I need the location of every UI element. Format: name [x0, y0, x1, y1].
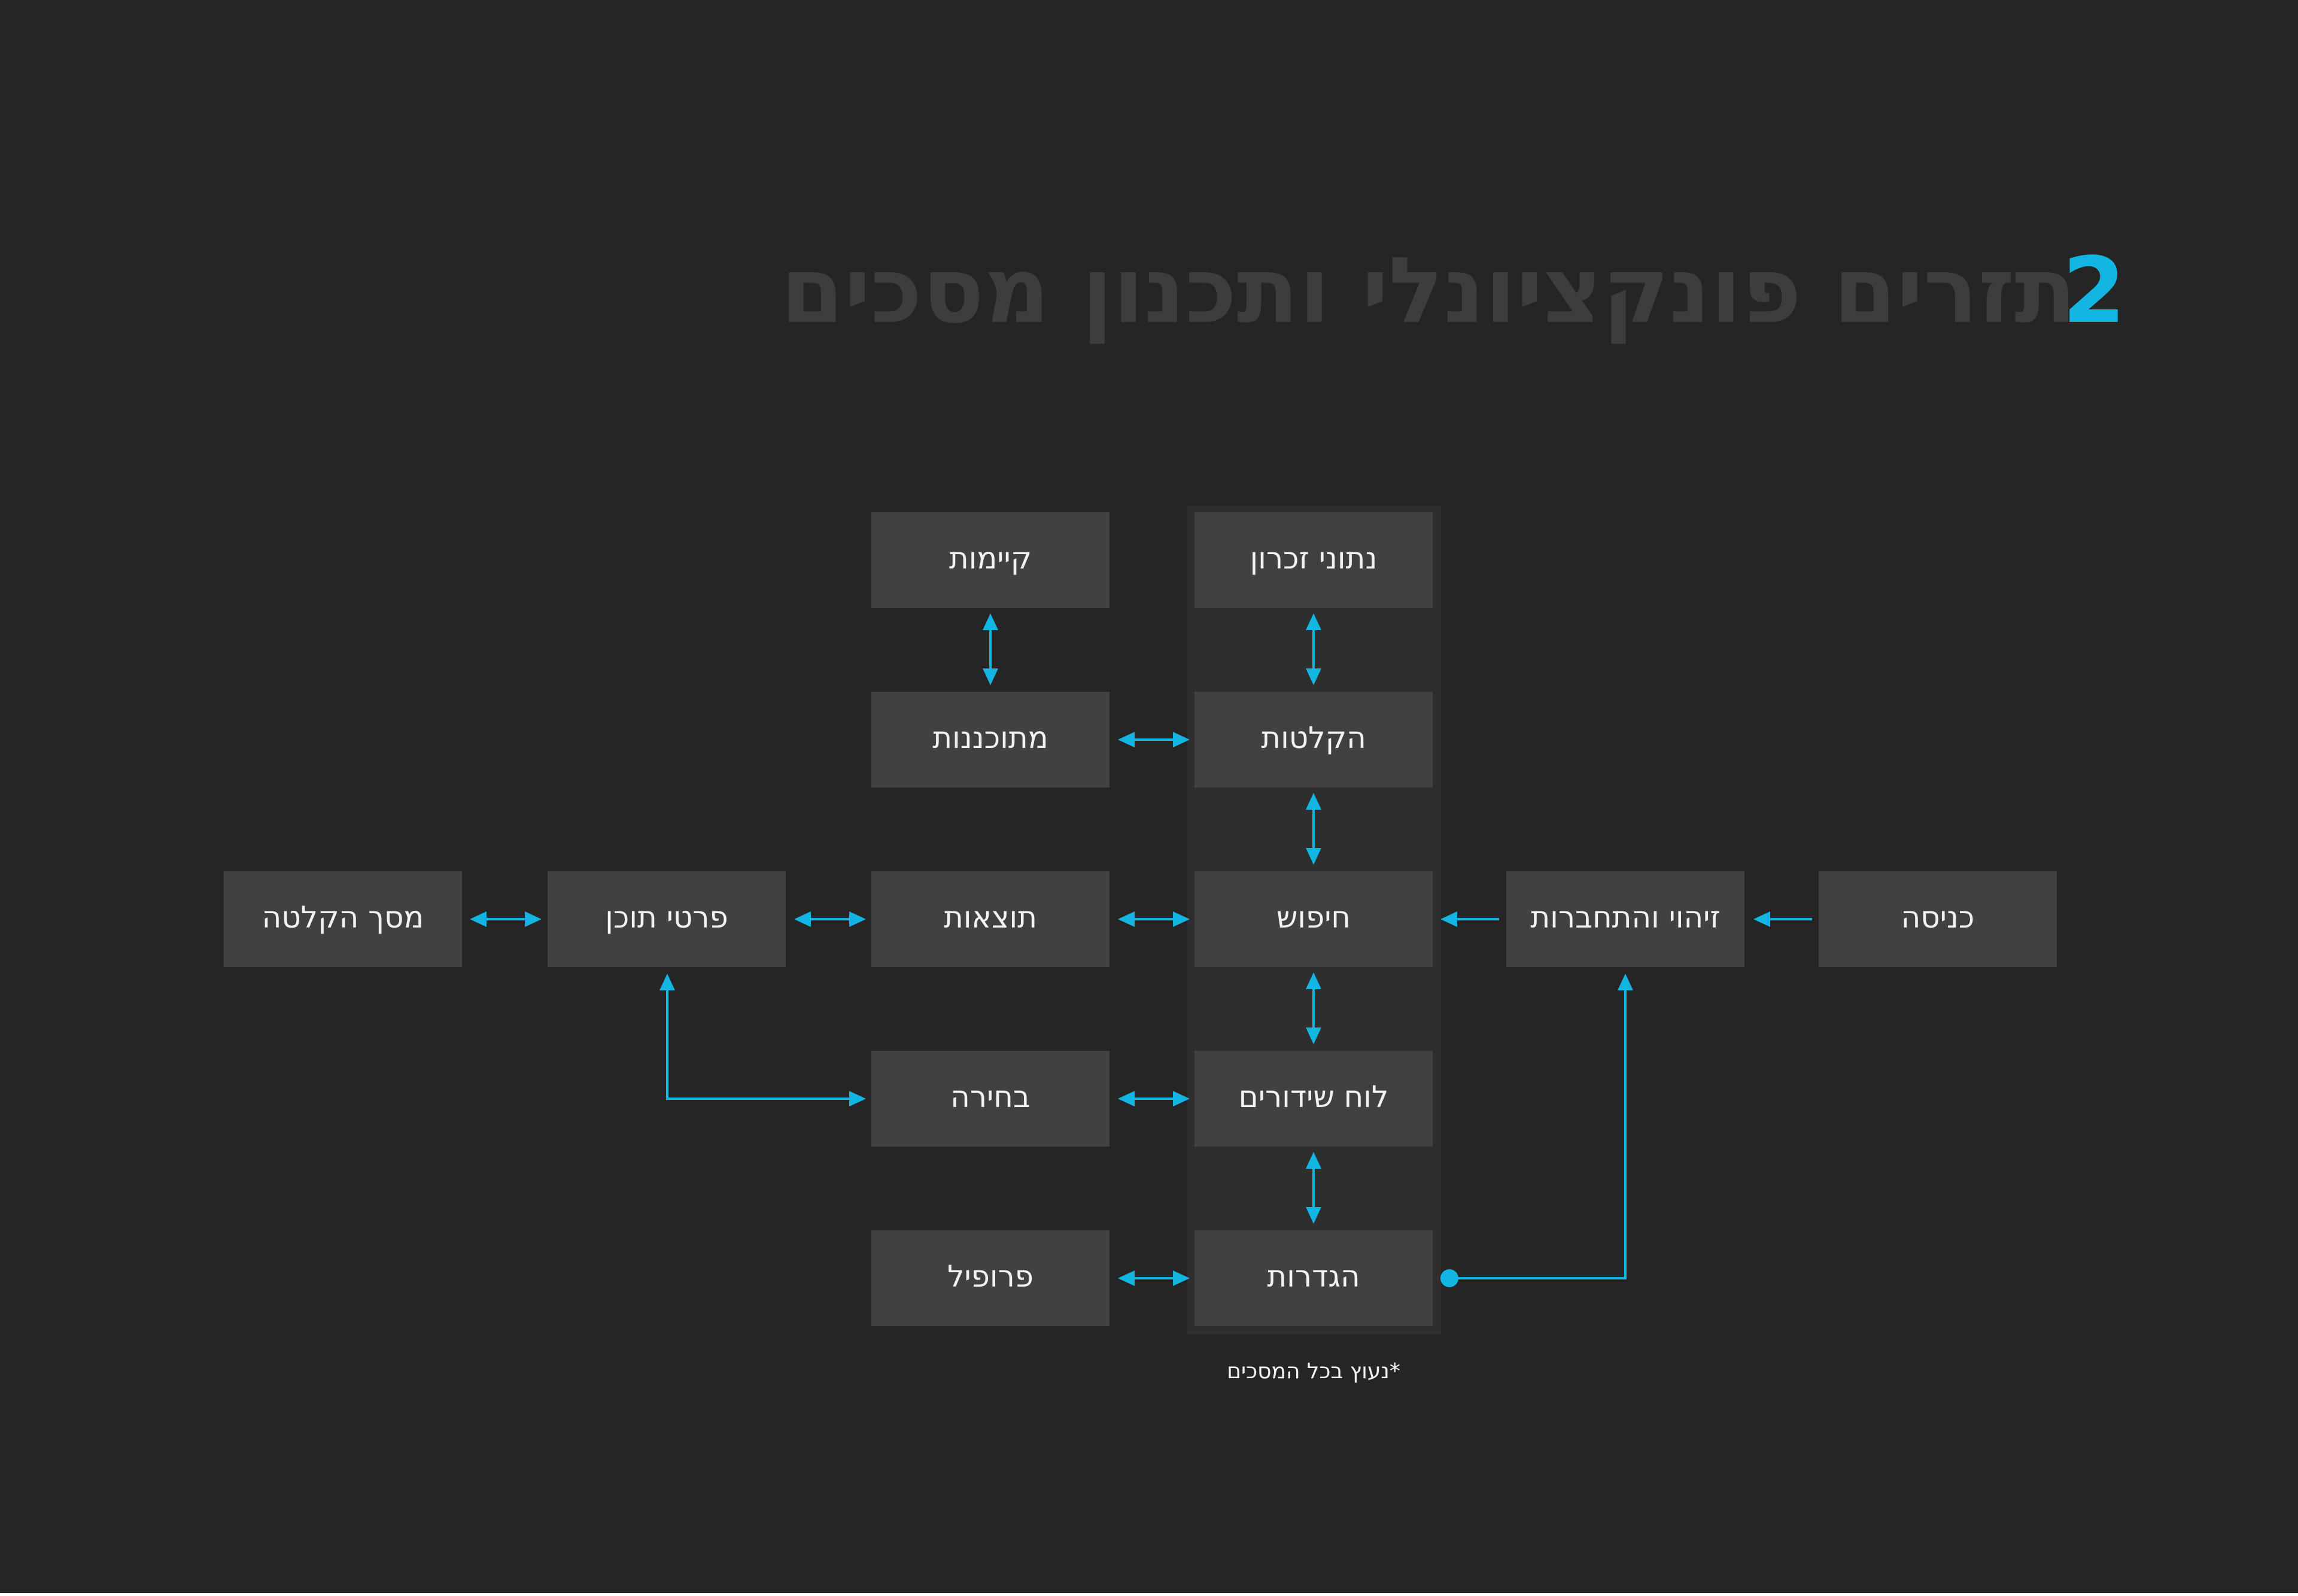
node-profile[interactable]: פרופיל [871, 1230, 1110, 1326]
node-selection[interactable]: בחירה [871, 1051, 1110, 1147]
node-recordings[interactable]: הקלטות [1194, 692, 1433, 788]
node-profile-label: פרופיל [947, 1259, 1034, 1294]
arrowhead [1118, 1091, 1135, 1106]
node-existing[interactable]: קיימות [871, 512, 1110, 608]
node-schedule-label: לוח שידורים [1239, 1080, 1389, 1114]
arrowhead [1173, 1270, 1190, 1286]
node-box [1194, 1230, 1433, 1326]
node-box [224, 871, 462, 967]
node-box [871, 692, 1110, 788]
arrowhead [849, 911, 866, 927]
arrowhead [1306, 1207, 1321, 1224]
node-memory[interactable]: נתוני זכרון [1194, 512, 1433, 608]
node-settings-label: הגדרות [1267, 1259, 1360, 1294]
node-box [871, 1051, 1110, 1147]
edge-settings-login [1449, 989, 1627, 1279]
node-search[interactable]: חיפוש [1194, 871, 1433, 967]
pinned-footnote: *נעוץ בכל המסכים [1227, 1359, 1400, 1384]
page-title-text: תזרים פונקציונלי ותכנון מסכים [780, 238, 2077, 344]
arrowhead [659, 974, 675, 990]
node-box [548, 871, 786, 967]
arrowhead [1306, 972, 1321, 989]
arrowhead [1306, 793, 1321, 810]
node-schedule[interactable]: לוח שידורים [1194, 1051, 1433, 1147]
node-box [871, 871, 1110, 967]
arrowhead [1173, 911, 1190, 927]
edge-selection-details [666, 989, 851, 1100]
node-scheduled-label: מתוכננות [932, 721, 1048, 755]
node-box [871, 1230, 1110, 1326]
arrowhead [794, 911, 811, 927]
node-login[interactable]: זיהוי והתחברות [1506, 871, 1744, 967]
node-existing-label: קיימות [949, 541, 1032, 576]
node-details-label: פרטי תוכן [605, 900, 728, 935]
node-box [1819, 871, 2057, 967]
node-box [871, 512, 1110, 608]
page-title: 2 [2062, 238, 2126, 343]
arrowhead [1173, 1091, 1190, 1106]
arrowhead [470, 911, 487, 927]
node-entry-label: כניסה [1901, 900, 1975, 935]
node-record-screen[interactable]: מסך הקלטה [224, 871, 462, 967]
arrowhead [525, 911, 542, 927]
arrowhead [1306, 1027, 1321, 1044]
arrowhead [1118, 732, 1135, 747]
node-box [1194, 871, 1433, 967]
node-record-screen-label: מסך הקלטה [262, 900, 424, 935]
node-results-label: תוצאות [944, 900, 1037, 935]
connectors [470, 613, 1812, 1287]
arrowhead [1306, 1152, 1321, 1169]
arrowhead [1173, 732, 1190, 747]
node-recordings-label: הקלטות [1261, 721, 1366, 755]
node-results[interactable]: תוצאות [871, 871, 1110, 967]
node-box [1194, 692, 1433, 788]
node-memory-label: נתוני זכרון [1250, 541, 1378, 576]
arrowhead [1618, 974, 1633, 990]
arrowhead [849, 1091, 866, 1106]
arrowhead [1306, 668, 1321, 685]
arrowhead [983, 613, 998, 630]
node-box [1194, 512, 1433, 608]
node-entry[interactable]: כניסה [1819, 871, 2057, 967]
arrowhead [1440, 911, 1457, 927]
bottom-edge-strip [0, 1593, 2298, 1596]
arrowhead [1118, 911, 1135, 927]
node-selection-label: בחירה [950, 1080, 1031, 1114]
connector-dot [1440, 1269, 1458, 1287]
arrowhead [983, 668, 998, 685]
arrowhead [1306, 848, 1321, 865]
node-scheduled[interactable]: מתוכננות [871, 692, 1110, 788]
node-box [1194, 1051, 1433, 1147]
arrowhead [1753, 911, 1770, 927]
page-title-number: 2 [2062, 238, 2126, 343]
arrowhead [1306, 613, 1321, 630]
arrowhead [1118, 1270, 1135, 1286]
node-box [1506, 871, 1744, 967]
node-search-label: חיפוש [1276, 900, 1351, 935]
node-login-label: זיהוי והתחברות [1530, 900, 1720, 935]
node-details[interactable]: פרטי תוכן [548, 871, 786, 967]
node-settings[interactable]: הגדרות [1194, 1230, 1433, 1326]
